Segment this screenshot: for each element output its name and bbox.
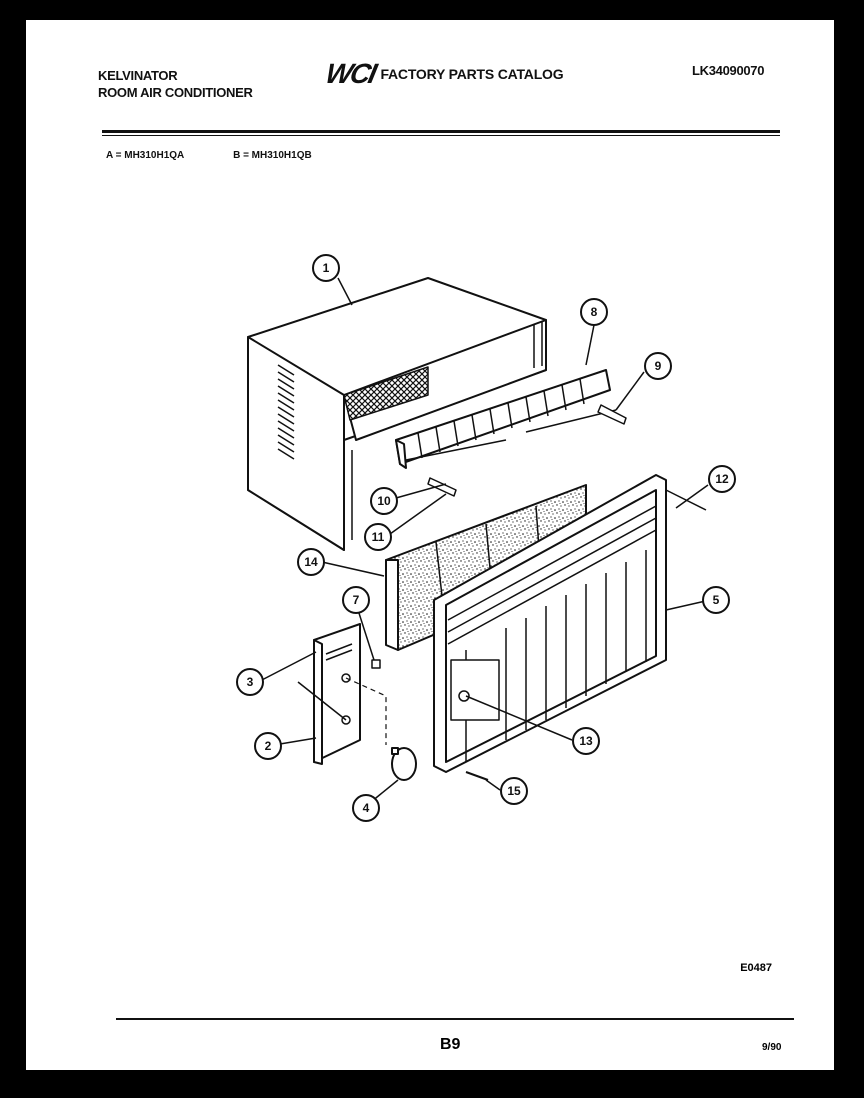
callout-circle-13	[572, 727, 600, 755]
callout-circle-1	[312, 254, 340, 282]
catalog-heading: WCI FACTORY PARTS CATALOG	[323, 58, 564, 90]
revision-date: 9/90	[762, 1042, 782, 1053]
page-number: B9	[440, 1036, 461, 1053]
callout-label-9: 9	[655, 359, 662, 373]
header-rule	[102, 130, 780, 133]
model-a: A = MH310H1QA	[106, 150, 185, 161]
model-list: A = MH310H1QA B = MH310H1QB	[106, 150, 358, 161]
callout-circle-10	[370, 487, 398, 515]
callout-circle-11	[364, 523, 392, 551]
callout-label-2: 2	[265, 739, 272, 753]
callout-label-15: 15	[507, 784, 521, 798]
callout-label-3: 3	[247, 675, 254, 689]
model-b: B = MH310H1QB	[233, 150, 312, 161]
callout-label-10: 10	[377, 494, 391, 508]
catalog-title: FACTORY PARTS CATALOG	[380, 66, 564, 82]
callout-circle-12	[708, 465, 736, 493]
callout-label-4: 4	[363, 801, 370, 815]
callout-circle-7	[342, 586, 370, 614]
cabinet-part	[247, 277, 547, 551]
callout-circle-15	[500, 777, 528, 805]
front-grille-part	[433, 474, 707, 773]
callout-label-5: 5	[713, 593, 720, 607]
exploded-parts-diagram: 1 2 3 4 5 7 8 9 10 11 12 13 14 15	[236, 254, 736, 822]
brand-name: KELVINATOR	[98, 68, 178, 83]
callout-label-1: 1	[323, 261, 330, 275]
callout-circle-5	[702, 586, 730, 614]
callout-label-11: 11	[372, 530, 385, 544]
slide-clip-part-10	[427, 477, 457, 497]
callout-circle-8	[580, 298, 608, 326]
callout-circle-2	[254, 732, 282, 760]
screw-part-13	[458, 690, 470, 702]
control-panel-part	[313, 623, 387, 765]
brand-block: KELVINATOR ROOM AIR CONDITIONER	[98, 67, 253, 101]
control-knob-part	[391, 747, 417, 781]
callout-circle-14	[297, 548, 325, 576]
product-type: ROOM AIR CONDITIONER	[98, 85, 253, 100]
callout-label-8: 8	[591, 305, 598, 319]
louver-bracket-part	[395, 369, 617, 469]
document-id: LK34090070	[692, 63, 765, 78]
callout-label-13: 13	[579, 734, 593, 748]
header-rule-thin	[102, 135, 780, 136]
screw-part-7	[371, 659, 381, 669]
callout-circle-3	[236, 668, 264, 696]
drawing-code: E0487	[740, 962, 772, 974]
footer-rule	[116, 1018, 794, 1020]
callout-circle-4	[352, 794, 380, 822]
callout-label-7: 7	[353, 593, 360, 607]
catalog-page: KELVINATOR ROOM AIR CONDITIONER WCI FACT…	[26, 20, 834, 1070]
screw-part-15	[465, 771, 489, 781]
callout-label-14: 14	[304, 555, 318, 569]
callout-label-12: 12	[715, 472, 729, 486]
callout-circle-9	[644, 352, 672, 380]
slide-clip-part-9	[597, 404, 627, 425]
